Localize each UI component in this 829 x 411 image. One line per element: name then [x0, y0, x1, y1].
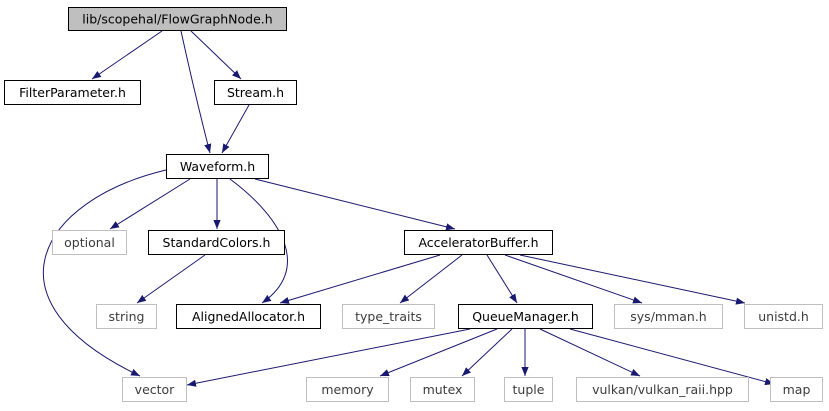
node-string: string	[96, 304, 157, 329]
node-vector: vector	[122, 377, 187, 402]
node-label: type_traits	[355, 309, 422, 324]
node-optional: optional	[52, 230, 127, 255]
edge-queuemanager-to-mutex	[461, 328, 513, 377]
node-box	[770, 377, 823, 402]
node-unistd: unistd.h	[744, 304, 823, 329]
node-label: AlignedAllocator.h	[192, 309, 305, 324]
edge-acceleratorbuffer-to-type_traits	[399, 254, 463, 304]
nodes-layer: lib/scopehal/FlowGraphNode.hFilterParame…	[4, 7, 823, 402]
edge-queuemanager-to-vulkan_raii	[539, 328, 641, 377]
node-box	[176, 304, 321, 329]
node-box	[458, 304, 593, 329]
edge-queuemanager-to-memory	[379, 328, 498, 377]
node-box	[504, 377, 553, 402]
node-memory: memory	[306, 377, 389, 402]
node-box	[576, 377, 749, 402]
node-box	[68, 7, 287, 31]
edge-waveform-to-acceleratorbuffer	[254, 178, 456, 231]
node-queuemanager[interactable]: QueueManager.h	[458, 304, 593, 329]
node-label: lib/scopehal/FlowGraphNode.h	[82, 12, 272, 27]
edge-queuemanager-to-vector	[186, 328, 471, 387]
edge-flowgraphnode-to-stream	[190, 30, 242, 80]
node-flowgraphnode[interactable]: lib/scopehal/FlowGraphNode.h	[68, 7, 287, 31]
edge-waveform-to-optional	[109, 178, 191, 230]
node-box	[96, 304, 157, 329]
node-label: FilterParameter.h	[19, 85, 126, 100]
node-box	[52, 230, 127, 255]
edge-acceleratorbuffer-to-unistd	[519, 254, 746, 305]
node-box	[4, 80, 141, 105]
node-box	[148, 230, 285, 255]
node-label: map	[783, 382, 811, 397]
node-label: memory	[321, 382, 374, 397]
edge-flowgraphnode-to-waveform	[180, 30, 212, 154]
node-box	[744, 304, 823, 329]
node-label: vulkan/vulkan_raii.hpp	[592, 382, 733, 397]
edge-flowgraphnode-to-filterparameter	[91, 30, 163, 80]
node-mutex: mutex	[410, 377, 475, 402]
edge-waveform-to-vector	[42, 169, 167, 377]
node-box	[614, 304, 723, 329]
node-filterparameter[interactable]: FilterParameter.h	[4, 80, 141, 105]
node-label: optional	[64, 235, 115, 250]
node-box	[214, 80, 297, 105]
node-label: Waveform.h	[180, 159, 255, 174]
edge-acceleratorbuffer-to-alignedallocator	[279, 254, 441, 304]
node-label: QueueManager.h	[472, 309, 579, 324]
node-label: mutex	[423, 382, 463, 397]
node-sysmman: sys/mman.h	[614, 304, 723, 329]
edge-standardcolors-to-string	[136, 254, 206, 304]
node-box	[122, 377, 187, 402]
node-box	[342, 304, 435, 329]
node-stream[interactable]: Stream.h	[214, 80, 297, 105]
edge-acceleratorbuffer-to-sysmman	[504, 254, 643, 304]
node-acceleratorbuffer[interactable]: AcceleratorBuffer.h	[404, 230, 553, 255]
node-box	[410, 377, 475, 402]
node-alignedallocator[interactable]: AlignedAllocator.h	[176, 304, 321, 329]
node-label: vector	[135, 382, 176, 397]
node-label: string	[109, 309, 145, 324]
node-label: unistd.h	[758, 309, 809, 324]
edges-layer	[42, 30, 775, 387]
node-box	[166, 154, 269, 179]
node-label: sys/mman.h	[630, 309, 706, 324]
node-box	[404, 230, 553, 255]
edge-acceleratorbuffer-to-queuemanager	[486, 254, 518, 304]
node-box	[306, 377, 389, 402]
node-vulkan_raii: vulkan/vulkan_raii.hpp	[576, 377, 749, 402]
node-label: StandardColors.h	[163, 235, 271, 250]
node-label: Stream.h	[227, 85, 284, 100]
node-waveform[interactable]: Waveform.h	[166, 154, 269, 179]
edge-stream-to-waveform	[221, 104, 250, 154]
node-label: AcceleratorBuffer.h	[418, 235, 538, 250]
node-map: map	[770, 377, 823, 402]
node-standardcolors[interactable]: StandardColors.h	[148, 230, 285, 255]
node-tuple: tuple	[504, 377, 553, 402]
node-label: tuple	[513, 382, 545, 397]
edge-queuemanager-to-map	[569, 328, 775, 386]
node-type_traits: type_traits	[342, 304, 435, 329]
